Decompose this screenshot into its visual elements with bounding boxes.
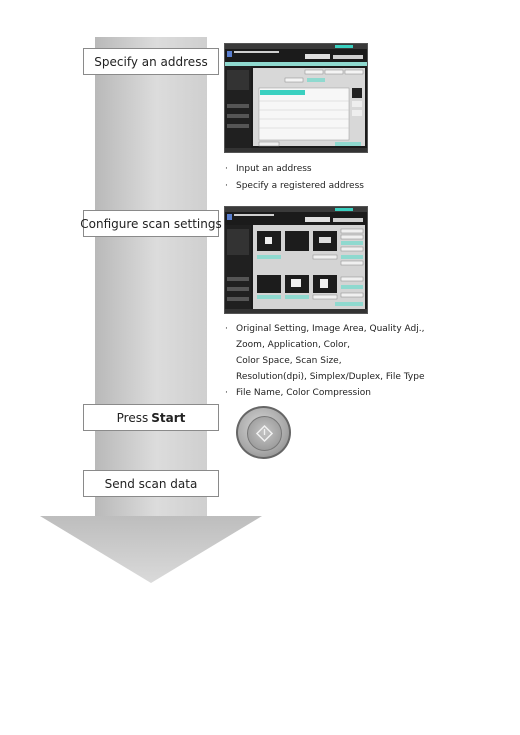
list-item: ·Specify a registered address <box>225 181 364 191</box>
step-label: Send scan data <box>104 476 198 491</box>
flow-bar <box>95 37 207 517</box>
down-arrow-icon <box>40 516 262 583</box>
list-item-text: Resolution(dpi), Simplex/Duplex, File Ty… <box>236 372 425 382</box>
step-label: Specify an address <box>94 54 208 69</box>
list-item: ·File Name, Color Compression <box>225 388 371 398</box>
list-item-text: Input an address <box>236 164 312 174</box>
list-item-text: Zoom, Application, Color, <box>236 340 351 350</box>
scan-settings-screen-graphic <box>225 207 367 313</box>
step-label: Press <box>116 410 149 425</box>
step-label: Configure scan settings <box>80 216 222 231</box>
address-screen-thumbnail <box>224 43 368 153</box>
step-configure-scan: Configure scan settings <box>80 210 222 237</box>
address-screen-graphic <box>225 44 367 152</box>
start-diamond-icon <box>255 424 274 443</box>
address-options-list: ·Input an address ·Specify a registered … <box>224 161 504 194</box>
list-item: ·Original Setting, Image Area, Quality A… <box>225 324 425 334</box>
scan-settings-list: ·Original Setting, Image Area, Quality A… <box>224 321 514 401</box>
start-button-face <box>247 416 282 451</box>
list-item-text: File Name, Color Compression <box>236 388 371 398</box>
list-item-text: Specify a registered address <box>236 181 364 191</box>
list-item-text: Original Setting, Image Area, Quality Ad… <box>236 324 425 334</box>
step-specify-address: Specify an address <box>83 48 219 75</box>
list-item: Color Space, Scan Size, <box>224 353 514 369</box>
start-button <box>236 406 291 459</box>
scan-settings-screen-thumbnail <box>224 206 368 314</box>
step-send-scan-data: Send scan data <box>83 470 219 497</box>
step-label-bold: Start <box>151 410 186 425</box>
list-item: Zoom, Application, Color, <box>224 337 514 353</box>
list-item: ·Input an address <box>225 164 312 174</box>
list-item: Resolution(dpi), Simplex/Duplex, File Ty… <box>224 369 514 385</box>
list-item-text: Color Space, Scan Size, <box>236 356 342 366</box>
